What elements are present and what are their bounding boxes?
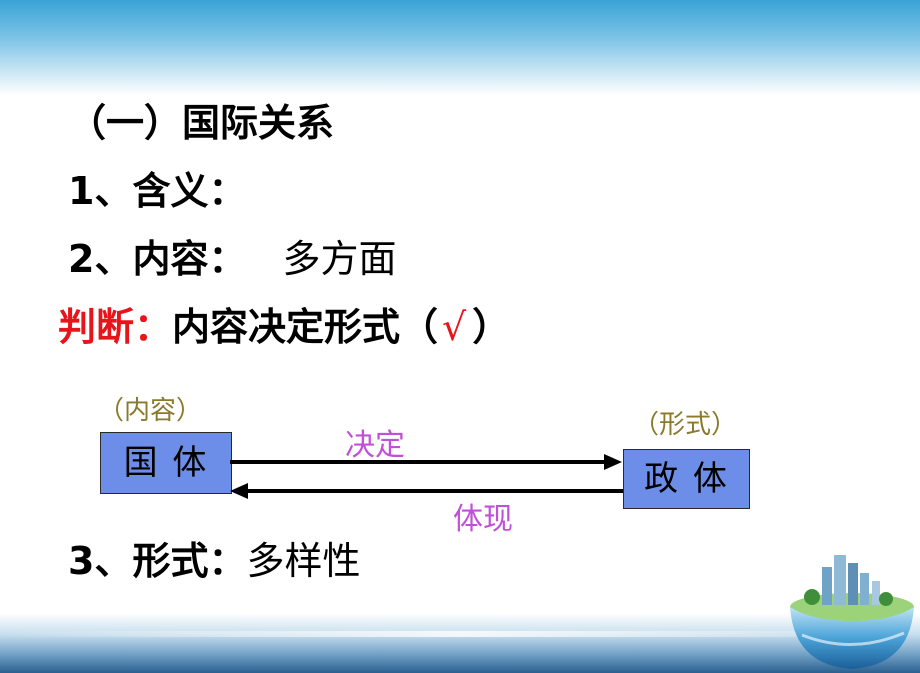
footer-wave (0, 631, 920, 637)
judgement-statement: 内容决定形式（ (172, 305, 439, 349)
item-3-form: 3、形式：多样性 (68, 530, 360, 585)
government-form-box: 政 体 (623, 449, 750, 509)
check-mark: √ (442, 305, 467, 349)
globe-city-icon (790, 555, 914, 669)
item-3-label: 3、形式： (68, 539, 247, 583)
item-2-content: 2、内容： 多方面 (68, 228, 396, 283)
judgement-prefix: 判断： (58, 305, 173, 349)
judgement-line: 判断：内容决定形式（√） (58, 296, 510, 351)
left-note: （内容） (98, 396, 203, 426)
header-gradient (0, 0, 920, 95)
judgement-close: ） (472, 305, 511, 349)
section-heading: （一）国际关系 (68, 101, 335, 145)
footer-gradient (0, 613, 920, 673)
reflects-arrowhead (230, 483, 248, 499)
state-system-box: 国 体 (100, 432, 232, 494)
determines-label: 决定 (345, 428, 405, 463)
reflects-label: 体现 (453, 502, 513, 537)
item-1-meaning: 1、含义： (68, 169, 247, 213)
item-3-value: 多样性 (246, 539, 361, 583)
item-2-label: 2、内容： (68, 237, 247, 281)
item-2-value: 多方面 (282, 237, 397, 281)
right-note: （形式） (633, 410, 738, 440)
determines-arrowhead (604, 454, 622, 470)
